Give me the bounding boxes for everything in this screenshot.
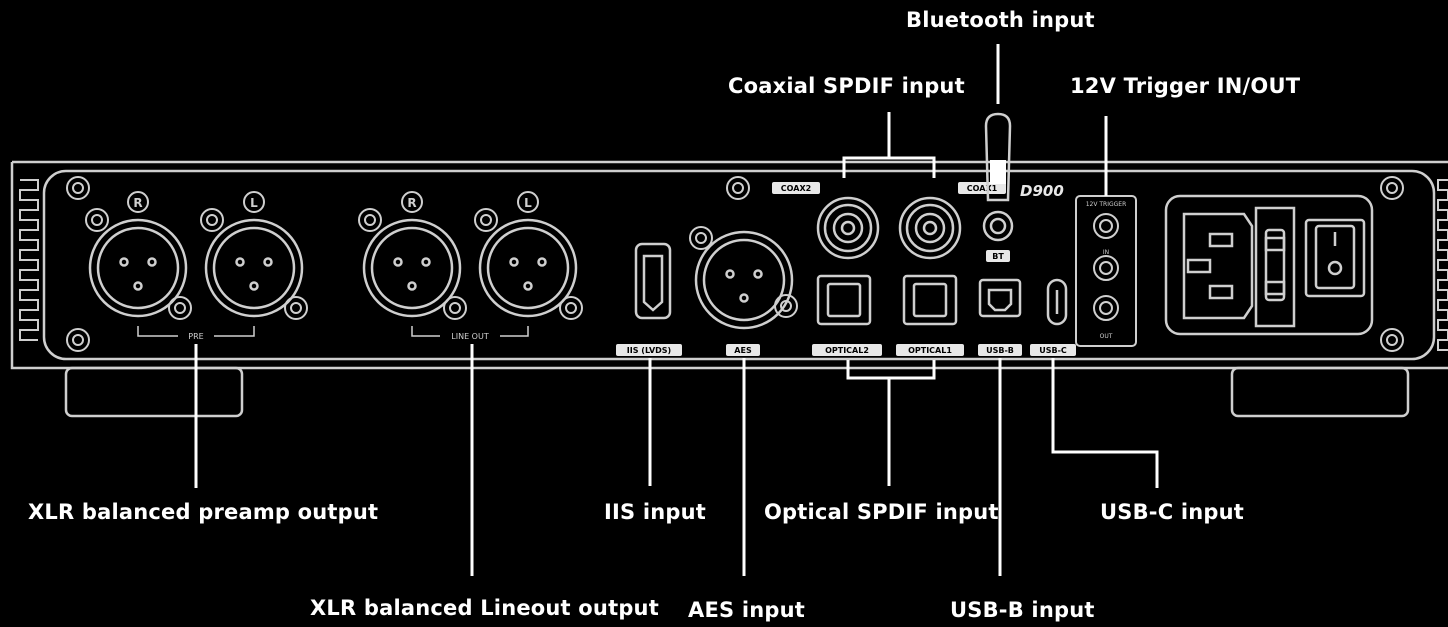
corner-screw (1380, 176, 1404, 200)
corner-screw (726, 176, 750, 200)
line-l-label: L (524, 196, 532, 210)
pre-bracket (137, 326, 255, 337)
aes-tag (726, 344, 760, 356)
usbb-callout: USB-B input (950, 598, 1095, 622)
line-r-badge (401, 191, 423, 213)
pre-l-label: L (250, 196, 258, 210)
lineout-label: LINE OUT (451, 332, 489, 341)
corner-screw (66, 176, 90, 200)
aes-port (694, 230, 794, 330)
corner-screw (66, 328, 90, 352)
trigger-in-label: IN (1103, 249, 1109, 256)
iis-port (634, 242, 672, 320)
chassis (10, 160, 1448, 370)
bt-tag-label: BT (992, 252, 1004, 261)
pre-label: PRE (188, 332, 203, 341)
trigger-out-label: OUT (1100, 333, 1113, 340)
trigger-out-jack (1093, 295, 1119, 321)
line-l-badge (517, 191, 539, 213)
right-foot (1230, 366, 1410, 418)
left-foot (64, 366, 244, 418)
optical1-tag-label: OPTICAL1 (908, 346, 952, 355)
coax2-port (816, 196, 880, 260)
optical1-tag (896, 344, 964, 356)
model-name: D900 (1020, 182, 1064, 200)
pre-r-badge (127, 191, 149, 213)
coax2-tag (772, 182, 820, 194)
coax1-tag-label: COAX1 (967, 184, 998, 193)
trigger-callout: 12V Trigger IN/OUT (1070, 74, 1301, 98)
trigger-panel (1075, 195, 1137, 347)
coax2-tag-label: COAX2 (781, 184, 811, 193)
iis-tag (616, 344, 682, 356)
callout-lines (194, 44, 1159, 576)
usbb-tag (978, 344, 1022, 356)
pre-r-label: R (133, 196, 142, 210)
xlr-line-right (362, 218, 462, 318)
coax1-tag (958, 182, 1006, 194)
line-r-label: R (407, 196, 416, 210)
trigger-in-jack (1093, 213, 1119, 239)
bluetooth-antenna-band (990, 160, 1006, 184)
xlr-line-left (478, 218, 578, 318)
usbb-port (978, 278, 1022, 318)
optical2-port (816, 274, 872, 326)
usbc-tag-label: USB-C (1039, 346, 1067, 355)
usbc-port (1046, 278, 1068, 326)
trigger-title: 12V TRIGGER (1086, 201, 1127, 208)
right-heatsink (1437, 179, 1448, 351)
aes-tag-label: AES (734, 346, 752, 355)
coax1-port (898, 196, 962, 260)
optical2-tag-label: OPTICAL2 (825, 346, 869, 355)
coaxial-callout: Coaxial SPDIF input (728, 74, 965, 98)
bluetooth-callout: Bluetooth input (906, 8, 1095, 32)
usbc-tag (1030, 344, 1076, 356)
xlr-line-callout: XLR balanced Lineout output (310, 596, 659, 620)
lineout-bracket (411, 326, 529, 337)
iis-callout: IIS input (604, 500, 707, 524)
bt-tag (986, 250, 1010, 262)
usbc-callout: USB-C input (1100, 500, 1244, 524)
power-section (1164, 194, 1374, 336)
xlr-pre-right (88, 218, 188, 318)
left-heatsink (19, 179, 39, 341)
iis-tag-label: IIS (LVDS) (627, 346, 671, 355)
xlr-pre-left (204, 218, 304, 318)
corner-screw (1380, 328, 1404, 352)
trigger-mid-jack (1093, 255, 1119, 281)
usbb-tag-label: USB-B (986, 346, 1014, 355)
pre-l-badge (243, 191, 265, 213)
aes-callout: AES input (688, 598, 806, 622)
optical-callout: Optical SPDIF input (764, 500, 999, 524)
xlr-pre-callout: XLR balanced preamp output (28, 500, 379, 524)
optical1-port (902, 274, 958, 326)
bluetooth-antenna (982, 112, 1014, 242)
optical2-tag (812, 344, 882, 356)
